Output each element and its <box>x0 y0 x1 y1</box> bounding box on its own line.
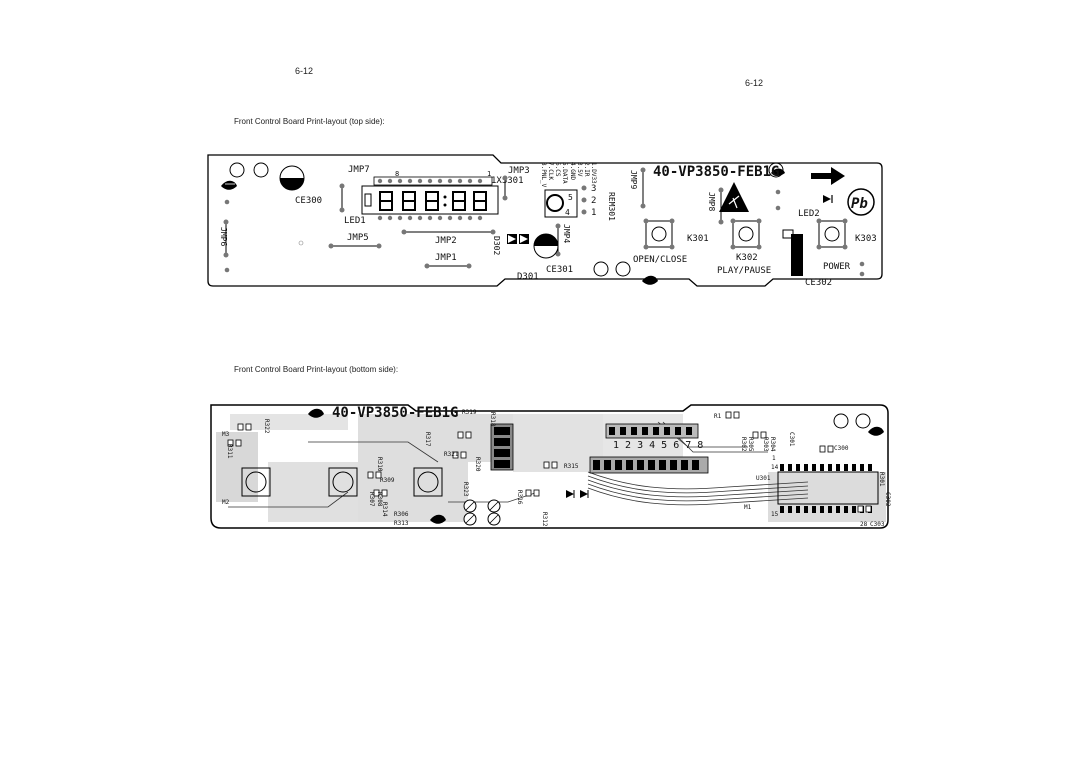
rem301-pin2: 2 <box>591 196 596 206</box>
jmp9-label: JMP9 <box>629 170 638 189</box>
r304-label: R304 <box>769 437 776 452</box>
r302-label: R302 <box>740 437 747 452</box>
m2-label: M2 <box>222 499 230 506</box>
screw-icon <box>868 426 884 436</box>
u301-pin28: 28 <box>860 521 868 528</box>
esd-warning-icon <box>719 182 749 212</box>
led1-label: LED1 <box>344 216 366 226</box>
u301-pin15: 15 <box>771 511 779 518</box>
r312-label: R312 <box>541 512 548 527</box>
r309-label: R309 <box>380 477 395 484</box>
page-number-left: 6-12 <box>295 66 314 76</box>
xs301-label: 1XS301 <box>491 176 524 186</box>
r322-label: R322 <box>263 419 270 434</box>
pin-table-4: 5.DATA <box>561 162 568 184</box>
d302-label: D302 <box>492 236 501 255</box>
r316-label: R316 <box>516 490 523 505</box>
pin-table-7: 2.IR <box>583 162 590 177</box>
r319-label: R319 <box>462 409 477 416</box>
ce301-label: CE301 <box>546 265 573 275</box>
rem301-pin3: 3 <box>591 184 596 194</box>
r306-label: R306 <box>394 511 409 518</box>
c300-label: C300 <box>834 445 849 452</box>
arrow-right-icon <box>811 167 845 185</box>
r303-label: R303 <box>762 437 769 452</box>
jmp4-label: JMP4 <box>562 224 571 243</box>
r311-label: R311 <box>226 444 233 459</box>
top-side-pcb-layout: CE300 LED1 8 1 1XS301 JMP7 JMP3 JMP6 JMP… <box>207 154 883 288</box>
rem301-n4: 4 <box>565 208 570 217</box>
pin-table-8: 1.DV33 <box>590 162 597 184</box>
u301-label: U301 <box>756 475 771 482</box>
u301-pin1: 1 <box>772 455 776 462</box>
pin-table-1: 8.PNL_V <box>540 162 547 188</box>
r305-label: R305 <box>747 437 754 452</box>
m1-label: M1 <box>744 504 752 511</box>
diode-symbols <box>566 490 589 498</box>
r301-label: R301 <box>878 472 885 487</box>
screw-icon <box>642 275 658 285</box>
play-pause-label: PLAY/PAUSE <box>717 266 771 276</box>
screw-icon <box>221 180 237 190</box>
pin-table-2: 7.CLK <box>547 162 554 180</box>
u301-pin14: 14 <box>771 464 779 471</box>
m3-label: M3 <box>222 431 230 438</box>
c303-label: C303 <box>870 521 885 528</box>
pb-free-icon: Pb <box>823 188 875 216</box>
caption-top-side: Front Control Board Print-layout (top si… <box>234 117 385 126</box>
open-close-label: OPEN/CLOSE <box>633 255 687 265</box>
top-model-number: 40-VP3850-FEB1G <box>653 164 779 180</box>
power-label: POWER <box>823 262 851 272</box>
r308-label: R308 <box>376 492 383 507</box>
jmp8-label: JMP8 <box>707 192 716 211</box>
r323-label: R323 <box>462 482 469 497</box>
r315-label: R315 <box>564 463 579 470</box>
diode-pair-d302 <box>507 234 529 244</box>
k301-label: K301 <box>687 234 709 244</box>
k302-label: K302 <box>736 253 758 263</box>
c301-label: C301 <box>788 432 795 447</box>
jmp2-label: JMP2 <box>435 236 457 246</box>
jmp5-label: JMP5 <box>347 233 369 243</box>
c302-label: C302 <box>884 492 891 507</box>
r313-label: R313 <box>394 520 409 527</box>
seven-segment-display <box>379 191 487 211</box>
k303-label: K303 <box>855 234 877 244</box>
connector-digits: 1 2 3 4 5 6 7 8 <box>613 440 703 451</box>
r310-label: R310 <box>376 457 383 472</box>
led2-label: LED2 <box>798 209 820 219</box>
bottom-model-number: 40-VP3850-FEB1G <box>332 405 458 421</box>
pin-8-label: 8 <box>395 170 399 178</box>
rem301-label: REM301 <box>607 192 616 221</box>
d301-label: D301 <box>517 272 539 282</box>
r314-label: R314 <box>381 502 388 517</box>
ce302-label: CE302 <box>805 278 832 288</box>
pin-table-6: 3.5V <box>576 162 583 177</box>
ce300-label: CE300 <box>295 196 322 206</box>
screw-icon <box>308 408 324 418</box>
rem301-pin1: 1 <box>591 208 596 218</box>
caption-bottom-side: Front Control Board Print-layout (bottom… <box>234 365 399 374</box>
jmp3-label: JMP3 <box>508 166 530 176</box>
r307-label: R307 <box>368 492 375 507</box>
jmp7-label: JMP7 <box>348 165 370 175</box>
r317-label: R317 <box>424 432 431 447</box>
pin-table-3: 6.CS <box>554 162 561 177</box>
r1-label: R1 <box>714 413 722 420</box>
page-number-right: 6-12 <box>745 78 764 88</box>
r320-label: R320 <box>474 457 481 472</box>
screw-icon <box>430 514 446 524</box>
rem301-n5: 5 <box>568 193 573 202</box>
jmp1-label: JMP1 <box>435 253 457 263</box>
jmp6-label: JMP6 <box>219 227 228 246</box>
pin-table-5: 4.GND <box>569 162 576 180</box>
bottom-side-pcb-layout: 40-VP3850-FEB1G 1 2 3 4 5 6 7 8 <box>210 404 891 529</box>
r318-label: R318 <box>489 412 496 427</box>
pin-1-label: 1 <box>487 170 491 178</box>
r321-label: R321 <box>444 451 459 458</box>
screw-icon <box>771 168 785 177</box>
svg-text:Pb: Pb <box>851 196 868 212</box>
